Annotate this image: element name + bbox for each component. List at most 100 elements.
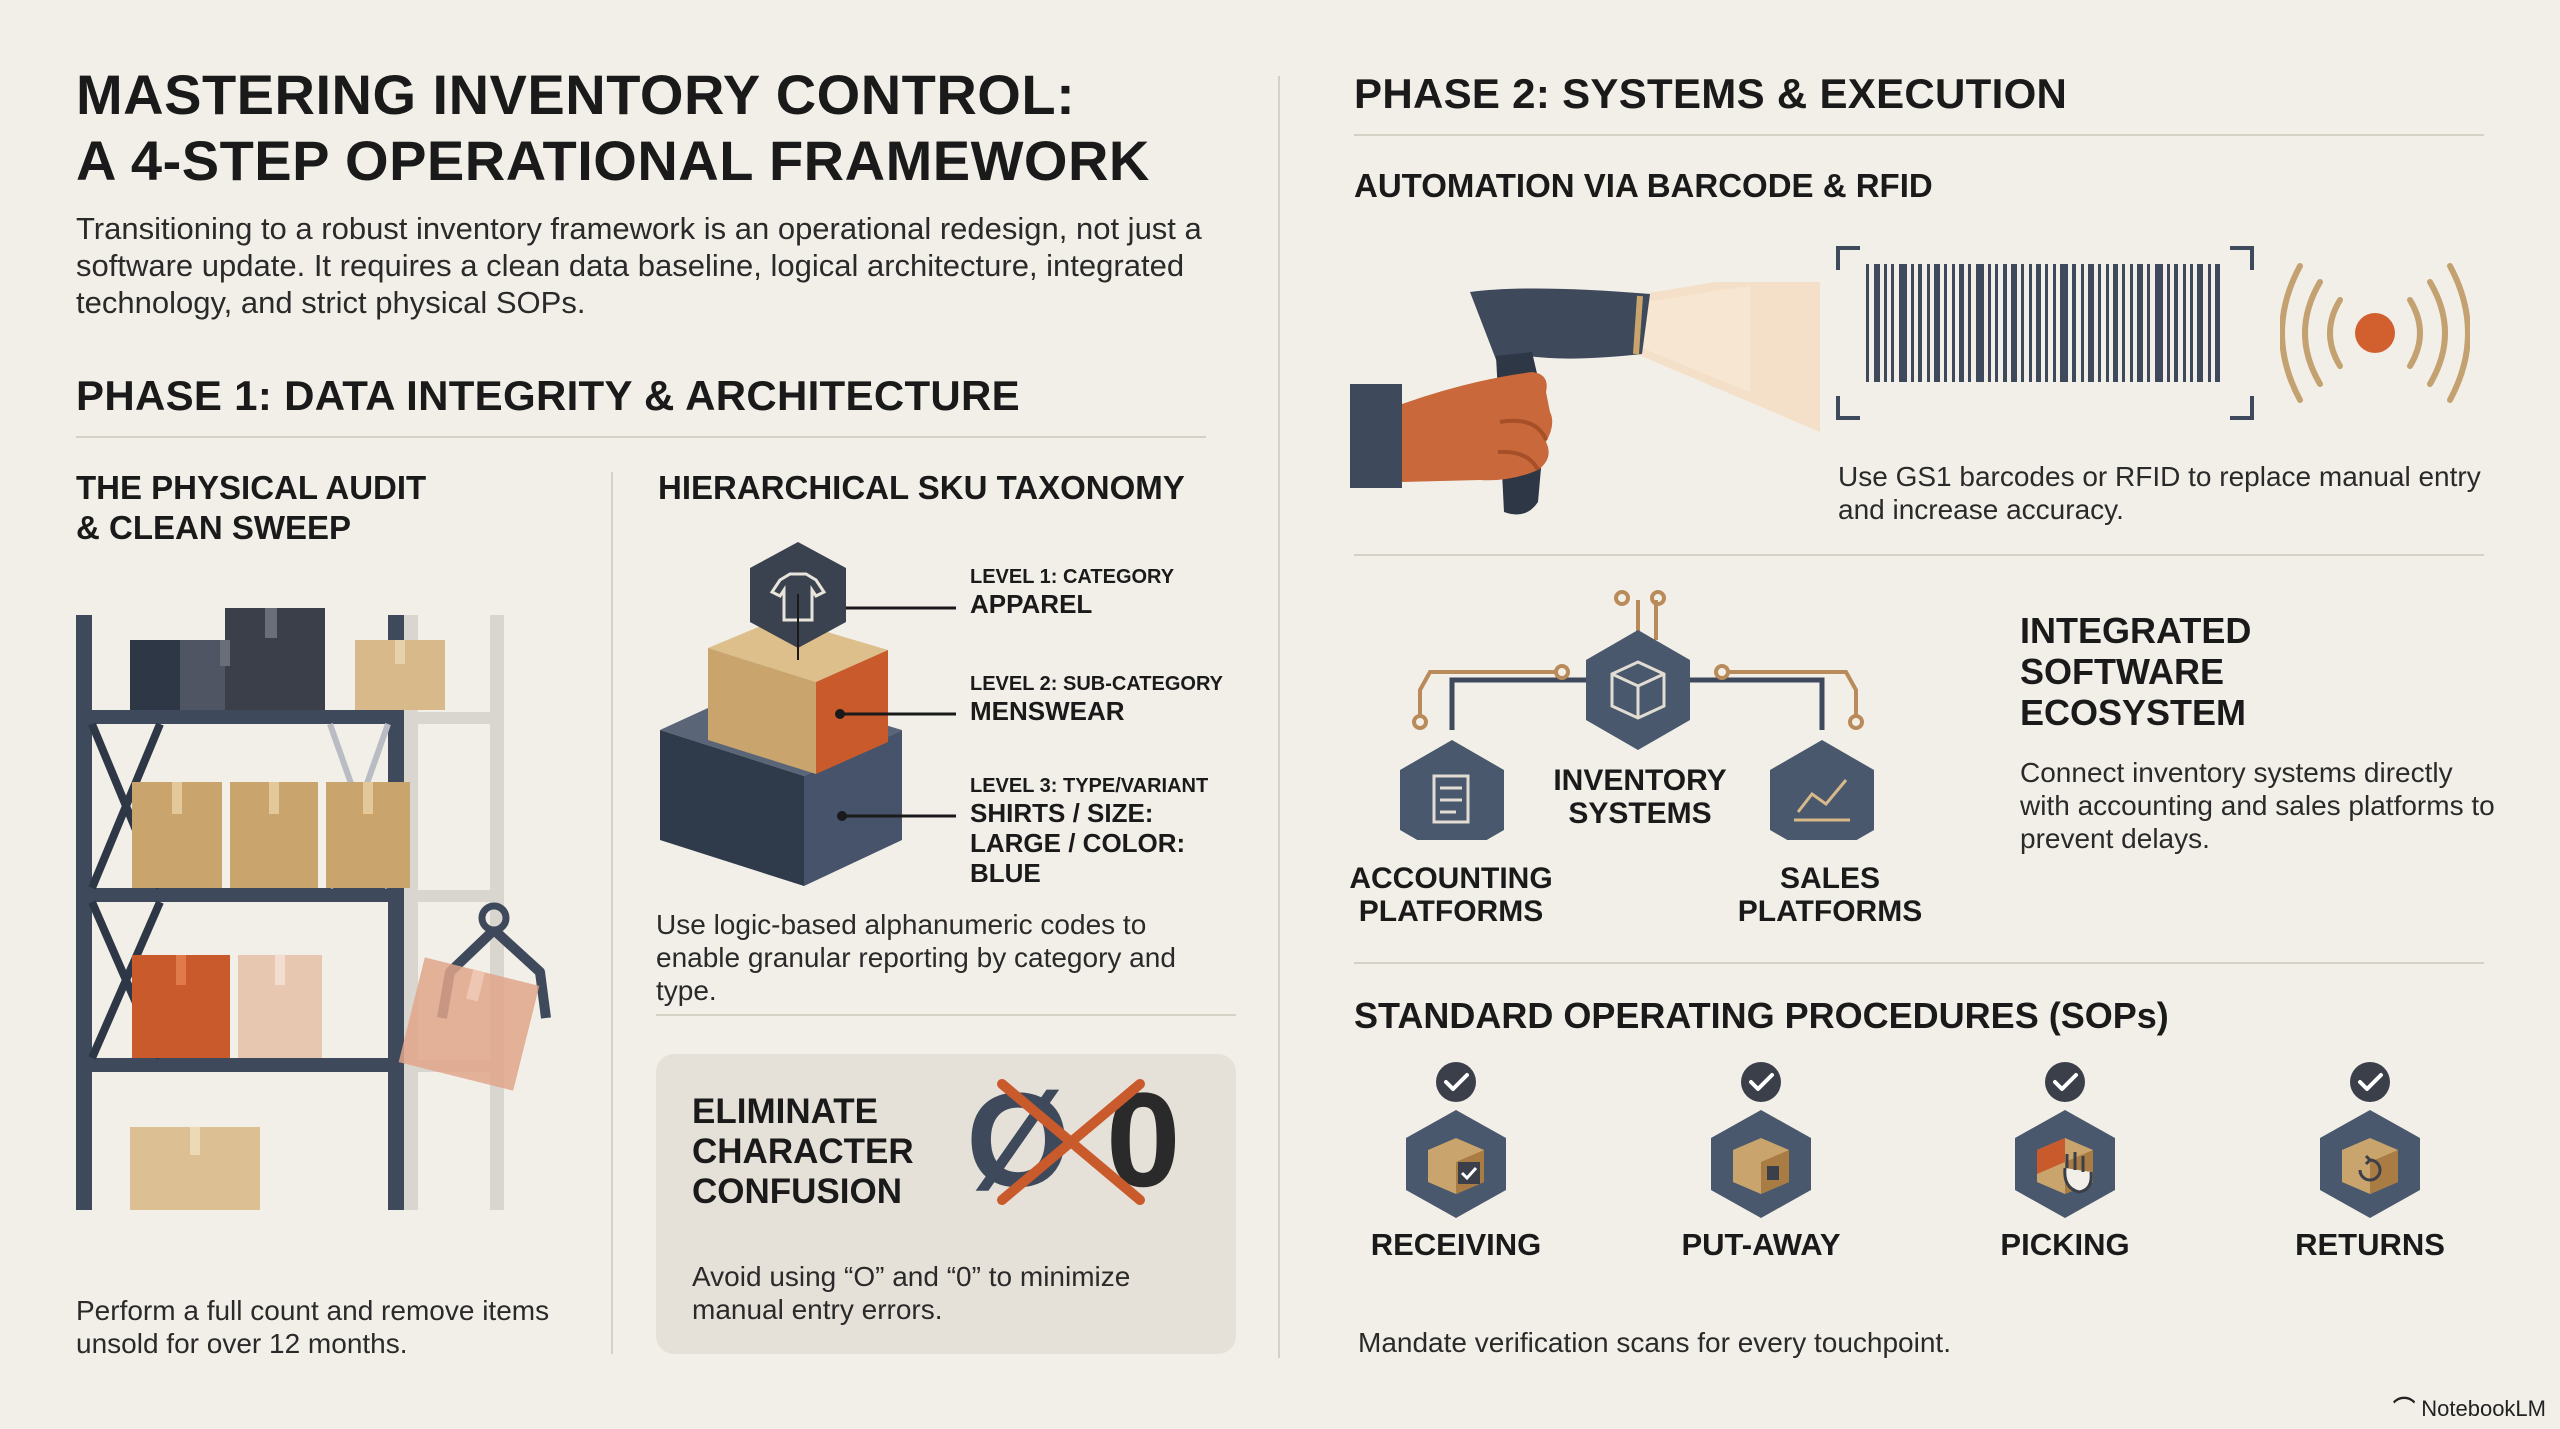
barcode-bar bbox=[2060, 264, 2068, 382]
barcode-bar bbox=[2167, 264, 2170, 382]
sales-platforms-label: SALES PLATFORMS bbox=[1737, 862, 1923, 928]
sop-step: RETURNS bbox=[2260, 1058, 2480, 1278]
barcode-bar bbox=[2197, 264, 2203, 382]
sku-title: HIERARCHICAL SKU TAXONOMY bbox=[658, 469, 1185, 506]
barcode-bar bbox=[1927, 264, 1930, 382]
barcode-bar bbox=[2208, 264, 2211, 382]
barcode-bar bbox=[1891, 264, 1894, 382]
rfid-signal-icon bbox=[2280, 263, 2470, 403]
phase2-title: PHASE 2: SYSTEMS & EXECUTION bbox=[1354, 70, 2068, 117]
barcode-bar bbox=[1884, 264, 1887, 382]
notebooklm-logo-icon: ⌒ bbox=[2393, 1396, 2416, 1421]
barcode-bar bbox=[1866, 264, 1869, 382]
automation-title: AUTOMATION VIA BARCODE & RFID bbox=[1354, 167, 1933, 204]
barcode-bar bbox=[2053, 264, 2056, 382]
barcode-bar bbox=[1934, 264, 1940, 382]
sop-step: PICKING bbox=[1955, 1058, 2175, 1278]
barcode-bar bbox=[2036, 264, 2041, 382]
phase2-divider bbox=[1354, 134, 2484, 136]
barcode-bar bbox=[2072, 264, 2076, 382]
sop-step: RECEIVING bbox=[1346, 1058, 1566, 1278]
sop-step-icon bbox=[1406, 1062, 1506, 1218]
barcode-bars bbox=[1866, 264, 2220, 382]
barcode-bar bbox=[1959, 264, 1964, 382]
barcode-bar bbox=[1911, 264, 1914, 382]
page-title: MASTERING INVENTORY CONTROL: A 4-STEP OP… bbox=[76, 63, 1150, 192]
sops-text: Mandate verification scans for every tou… bbox=[1358, 1327, 1951, 1358]
barcode-bar bbox=[2190, 264, 2193, 382]
sop-step-icon bbox=[2320, 1062, 2420, 1218]
sales-hex bbox=[1770, 740, 1874, 840]
barcode-bar bbox=[1874, 264, 1880, 382]
barcode-bar bbox=[2081, 264, 2084, 382]
sop-step-icon bbox=[2015, 1062, 2115, 1218]
barcode-bar bbox=[2215, 264, 2220, 382]
sop-step-label: RETURNS bbox=[2295, 1227, 2445, 1262]
barcode-bar bbox=[2183, 264, 2186, 382]
sku-level-1: LEVEL 1: CATEGORY APPAREL bbox=[970, 566, 1175, 619]
sop-step: PUT-AWAY bbox=[1651, 1058, 1871, 1278]
barcode-bar bbox=[2045, 264, 2048, 382]
sop-steps: RECEIVING PUT-AWAY PICKING RETURNS bbox=[1354, 1058, 2484, 1278]
barcode-bar bbox=[1976, 264, 1984, 382]
ecosystem-text: Connect inventory systems directly with … bbox=[2020, 757, 2495, 854]
phase-divider bbox=[1278, 76, 1280, 1358]
barcode-bar bbox=[1944, 264, 1947, 382]
sku-pyramid-illustration bbox=[660, 542, 956, 886]
accounting-hex bbox=[1400, 740, 1504, 840]
warehouse-shelf-illustration bbox=[76, 608, 551, 1210]
sop-step-icon bbox=[1711, 1062, 1811, 1218]
barcode-bar bbox=[2174, 264, 2178, 382]
sku-level-3: LEVEL 3: TYPE/VARIANT SHIRTS / SIZE: LAR… bbox=[970, 775, 1209, 888]
barcode-bar bbox=[2011, 264, 2017, 382]
barcode-bar bbox=[2098, 264, 2101, 382]
inventory-systems-label: INVENTORY SYSTEMS bbox=[1553, 764, 1727, 830]
accounting-platforms-label: ACCOUNTING PLATFORMS bbox=[1349, 862, 1553, 928]
software-network-diagram bbox=[1400, 590, 1874, 840]
barcode-bar bbox=[2155, 264, 2163, 382]
barcode-bar bbox=[2137, 264, 2143, 382]
barcode-graphic bbox=[1836, 246, 2254, 420]
barcode-bar bbox=[1952, 264, 1955, 382]
sku-level-2: LEVEL 2: SUB-CATEGORY MENSWEAR bbox=[970, 673, 1223, 726]
barcode-bar bbox=[2021, 264, 2024, 382]
barcode-bar bbox=[2088, 264, 2094, 382]
notebooklm-watermark: ⌒ NotebookLM bbox=[2393, 1396, 2546, 1421]
intro-text: Transitioning to a robust inventory fram… bbox=[76, 211, 1202, 320]
sku-text: Use logic-based alphanumeric codes to en… bbox=[656, 909, 1176, 1006]
barcode-bar bbox=[1968, 264, 1971, 382]
ecosystem-title: INTEGRATED SOFTWARE ECOSYSTEM bbox=[2020, 610, 2252, 733]
barcode-bar bbox=[2147, 264, 2150, 382]
sops-title: STANDARD OPERATING PROCEDURES (SOPs) bbox=[1354, 995, 2169, 1036]
sop-step-label: RECEIVING bbox=[1370, 1227, 1542, 1262]
barcode-bar bbox=[1899, 264, 1907, 382]
automation-text: Use GS1 barcodes or RFID to replace manu… bbox=[1838, 461, 2481, 525]
sku-divider bbox=[656, 1014, 1236, 1016]
confusion-title: ELIMINATE CHARACTER CONFUSION bbox=[692, 1092, 914, 1211]
barcode-bar bbox=[1918, 264, 1922, 382]
ledger-icon bbox=[1432, 774, 1470, 824]
phase1-title: PHASE 1: DATA INTEGRITY & ARCHITECTURE bbox=[76, 372, 1020, 419]
barcode-bar bbox=[2130, 264, 2133, 382]
barcode-bar bbox=[1995, 264, 1998, 382]
barcode-scanner-illustration bbox=[1350, 282, 1820, 515]
zero-glyph: 0 bbox=[1106, 1066, 1181, 1215]
ecosystem-divider bbox=[1354, 962, 2484, 964]
chart-trend-icon bbox=[1794, 779, 1850, 822]
barcode-bar bbox=[2029, 264, 2032, 382]
audit-text: Perform a full count and remove items un… bbox=[76, 1295, 550, 1359]
barcode-bar bbox=[2003, 264, 2007, 382]
cross-out-mark bbox=[997, 1079, 1145, 1205]
barcode-bar bbox=[2113, 264, 2118, 382]
phase1-column-divider bbox=[611, 472, 613, 1354]
automation-divider bbox=[1354, 554, 2484, 556]
audit-title: THE PHYSICAL AUDIT & CLEAN SWEEP bbox=[76, 469, 427, 546]
box-icon bbox=[1610, 660, 1666, 720]
barcode-bar bbox=[2122, 264, 2125, 382]
barcode-bar bbox=[1988, 264, 1991, 382]
sop-step-label: PUT-AWAY bbox=[1681, 1227, 1841, 1262]
phase1-divider bbox=[76, 436, 1206, 438]
confusion-text: Avoid using “O” and “0” to minimize manu… bbox=[692, 1261, 1131, 1325]
character-glyphs: Ø 0 bbox=[966, 1066, 1206, 1216]
barcode-bar bbox=[2106, 264, 2109, 382]
